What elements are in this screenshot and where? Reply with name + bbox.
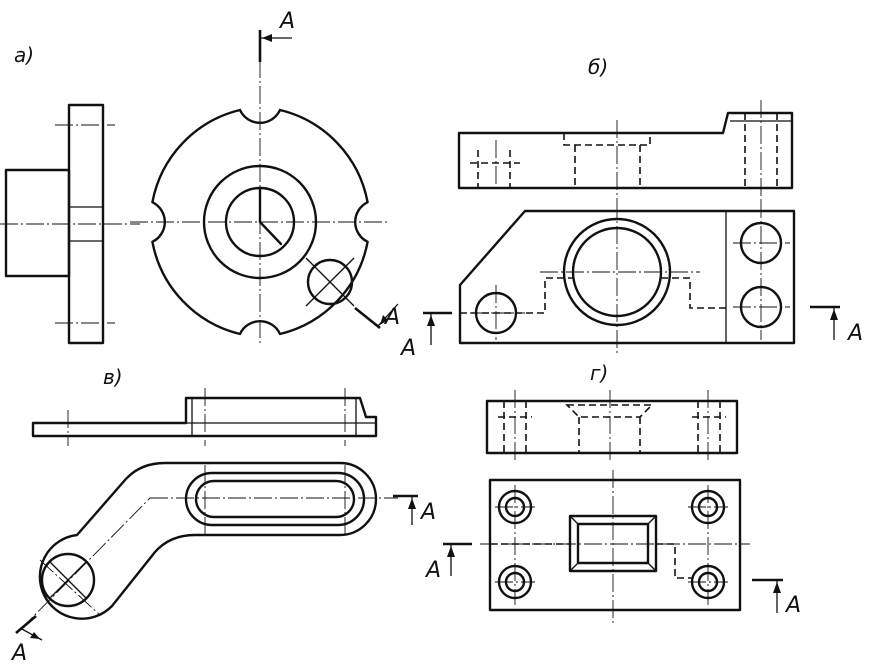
variant-g-top-view: [485, 390, 739, 460]
variant-g-front-view: [480, 470, 750, 625]
section-label-a-top: A: [278, 9, 295, 34]
section-label-v-bottom: A: [10, 641, 27, 666]
section-label-v-right: A: [419, 500, 436, 525]
variant-g: г): [424, 361, 801, 625]
variant-b-section-mark-right: A: [810, 305, 863, 346]
variant-b: б): [399, 55, 863, 361]
variant-b-section-mark-left: A: [399, 311, 452, 361]
variant-g-section-mark-right: A: [752, 578, 801, 618]
variant-v-section-mark-right: A: [393, 494, 436, 525]
variant-b-top-view: [457, 100, 794, 200]
variant-a: а) A: [0, 9, 400, 345]
variant-a-front-view: [130, 60, 390, 345]
variant-v-section-mark-bottom: A: [10, 615, 43, 666]
variant-a-section-mark-diagonal: A: [354, 303, 400, 330]
variant-b-label: б): [588, 55, 608, 79]
variant-v-top-view: [31, 388, 378, 446]
variant-g-label: г): [590, 361, 608, 385]
variant-a-side-view: [0, 103, 140, 345]
variant-g-section-mark-left: A: [424, 542, 472, 583]
section-label-g-left: A: [424, 558, 441, 583]
variant-v: в) A: [10, 365, 436, 666]
variant-v-label: в): [103, 365, 123, 389]
section-label-a-diag: A: [383, 305, 400, 330]
variant-v-front-view: [19, 461, 398, 631]
variant-a-label: а): [14, 43, 34, 67]
variant-a-section-mark-top: A: [258, 9, 295, 62]
section-label-b-left: A: [399, 336, 416, 361]
section-label-g-right: A: [784, 593, 801, 618]
section-label-b-right: A: [846, 321, 863, 346]
variant-b-front-view: [458, 200, 796, 355]
